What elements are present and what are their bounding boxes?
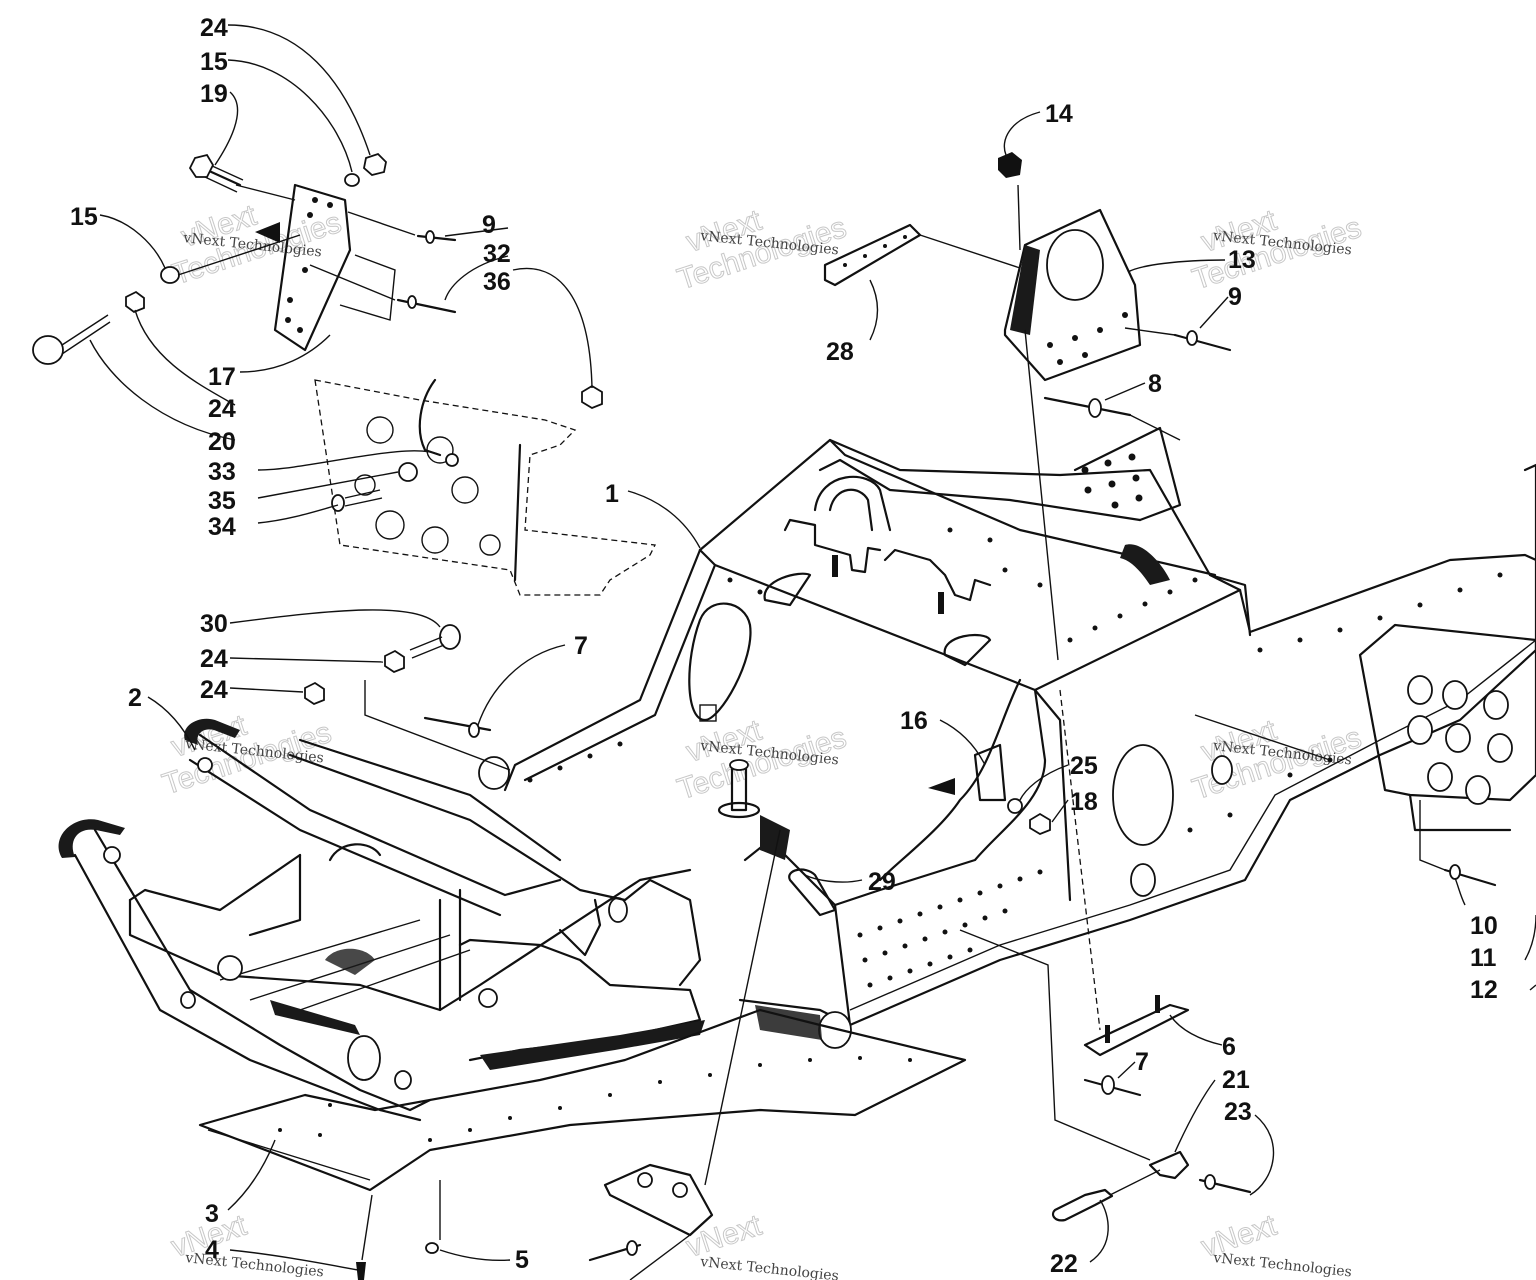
callout-34: 34 xyxy=(208,513,236,541)
rivet-9 xyxy=(1173,333,1232,352)
watermark-small: vNext Technologies xyxy=(1212,1250,1353,1280)
screw-4 xyxy=(356,1262,366,1280)
bracket-16 xyxy=(973,743,1007,802)
bolt-19 xyxy=(188,153,244,193)
nut-24 xyxy=(304,681,325,706)
callout-7: 7 xyxy=(574,632,588,660)
front-suspension xyxy=(58,718,705,1122)
callout-23: 23 xyxy=(1224,1098,1252,1126)
chassis-frame xyxy=(503,426,1536,1049)
callout-6: 6 xyxy=(1222,1033,1236,1061)
callout-25: 25 xyxy=(1070,752,1098,780)
callout-10: 10 xyxy=(1470,912,1498,940)
callout-16: 16 xyxy=(900,707,928,735)
rivet-8 xyxy=(1043,396,1132,417)
callout-33: 33 xyxy=(208,458,236,486)
nut-14 xyxy=(998,152,1022,178)
washer-25 xyxy=(1007,798,1023,814)
screw-5 xyxy=(425,1242,439,1254)
callout-11: 11 xyxy=(1470,944,1497,972)
callout-19: 19 xyxy=(200,80,228,108)
rivet-9 xyxy=(416,234,457,242)
nut-18 xyxy=(1029,812,1051,836)
callout-18: 18 xyxy=(1070,788,1098,816)
callout-1: 1 xyxy=(605,480,619,508)
callout-2: 2 xyxy=(128,684,142,712)
callout-15: 15 xyxy=(70,203,98,231)
washer-15 xyxy=(160,266,180,284)
callout-15: 15 xyxy=(200,48,228,76)
watermarks: vNext Technologies vNext Technologies vN… xyxy=(158,198,1366,1280)
callout-12: 12 xyxy=(1470,976,1498,1004)
callout-9: 9 xyxy=(482,211,496,239)
panel-plate xyxy=(314,378,656,596)
rivet-32 xyxy=(396,298,457,314)
callout-28: 28 xyxy=(826,338,854,366)
callout-3: 3 xyxy=(205,1200,219,1228)
nut-24 xyxy=(384,649,405,674)
callout-29: 29 xyxy=(868,868,896,896)
callout-35: 35 xyxy=(208,487,236,515)
washer-15 xyxy=(344,173,360,187)
strip-28 xyxy=(823,223,922,287)
bolt-30 xyxy=(439,624,461,650)
nut-36 xyxy=(581,384,603,410)
callout-21: 21 xyxy=(1222,1066,1250,1094)
nut-24 xyxy=(363,152,387,176)
callout-22: 22 xyxy=(1050,1250,1078,1278)
bracket-29 xyxy=(603,1163,714,1237)
callout-32: 32 xyxy=(483,240,511,268)
rivet-rows xyxy=(527,527,1503,988)
fasteners xyxy=(32,152,1536,1280)
bearing-plate-13 xyxy=(1003,208,1142,382)
callout-24: 24 xyxy=(200,645,228,673)
callout-labels: 24 15 19 15 17 24 20 33 35 34 9 32 36 1 … xyxy=(70,14,1498,1278)
callout-24: 24 xyxy=(200,676,228,704)
bolt-34 xyxy=(344,489,383,507)
callout-20: 20 xyxy=(208,428,236,456)
callout-17: 17 xyxy=(208,363,236,391)
leader-lines xyxy=(89,24,1536,1280)
callout-9: 9 xyxy=(1228,283,1242,311)
latch-22 xyxy=(1051,1188,1114,1222)
bracket-21 xyxy=(1148,1150,1190,1180)
clip-33 xyxy=(445,453,459,467)
callout-7: 7 xyxy=(1135,1048,1149,1076)
callout-30: 30 xyxy=(200,610,228,638)
bolt-20 xyxy=(32,314,111,365)
bracket-17 xyxy=(255,183,396,352)
callout-4: 4 xyxy=(205,1236,219,1264)
callout-14: 14 xyxy=(1045,100,1073,128)
callout-13: 13 xyxy=(1228,246,1256,274)
callout-24: 24 xyxy=(208,395,236,423)
callout-8: 8 xyxy=(1148,370,1162,398)
callout-36: 36 xyxy=(483,268,511,296)
belly-pan xyxy=(198,1008,967,1192)
bracket-6 xyxy=(1083,995,1190,1057)
console-panel xyxy=(1358,463,1536,832)
washer-35 xyxy=(398,462,418,482)
nut-24 xyxy=(125,290,145,314)
callout-24: 24 xyxy=(200,14,228,42)
watermark-small: vNext Technologies xyxy=(699,1254,840,1280)
callout-5: 5 xyxy=(515,1246,529,1274)
